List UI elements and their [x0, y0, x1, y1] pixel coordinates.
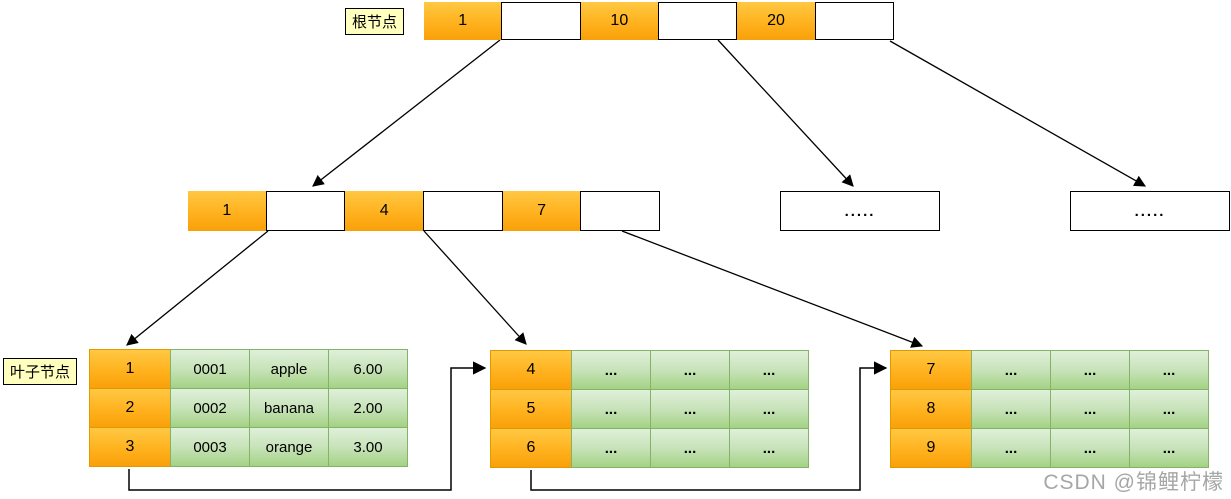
- leaf-node-label: 叶子节点: [3, 358, 78, 385]
- row-key-cell: 4: [490, 350, 572, 390]
- row-data-cell: ...: [650, 350, 730, 390]
- ellipsis-node-1: .....: [780, 191, 940, 231]
- row-data-cell: ...: [1129, 389, 1209, 429]
- pointer-cell: [501, 2, 581, 40]
- leaf-table-row: 7.........: [890, 350, 1209, 390]
- key-cell: 1: [188, 191, 266, 231]
- row-data-cell: 0001: [170, 349, 250, 389]
- row-data-cell: ...: [650, 428, 730, 468]
- root-node-label: 根节点: [345, 8, 405, 35]
- row-data-cell: 6.00: [328, 349, 408, 389]
- key-cell: 1: [424, 2, 502, 40]
- watermark: CSDN @锦鲤柠檬: [1043, 471, 1224, 494]
- leaf-table-row: 5.........: [490, 389, 809, 429]
- row-data-cell: ...: [1050, 350, 1130, 390]
- key-cell: 10: [580, 2, 658, 40]
- leaf-link-arrow-2-to-3: [530, 361, 888, 491]
- arrow-internal-to-leaf-2: [423, 230, 527, 345]
- row-key-cell: 1: [89, 349, 171, 389]
- row-data-cell: ...: [729, 350, 809, 390]
- leaf-table-2: 4.........5.........6.........: [490, 350, 809, 468]
- arrow-root-to-ellipsis-node-2: [889, 40, 1147, 187]
- row-data-cell: ...: [1129, 350, 1209, 390]
- row-data-cell: ...: [571, 350, 651, 390]
- row-data-cell: ...: [650, 389, 730, 429]
- row-key-cell: 8: [890, 389, 972, 429]
- leaf-table-row: 4.........: [490, 350, 809, 390]
- pointer-cell: [580, 191, 661, 231]
- row-data-cell: ...: [729, 428, 809, 468]
- arrow-internal-to-leaf-1: [126, 230, 269, 346]
- pointer-cell: [423, 191, 503, 231]
- leaf-table-row: 6.........: [490, 428, 809, 468]
- arrow-root-to-ellipsis-node-1: [717, 39, 854, 187]
- row-key-cell: 7: [890, 350, 972, 390]
- key-cell: 4: [345, 191, 424, 231]
- leaf-table-row: 9.........: [890, 428, 1209, 468]
- row-key-cell: 5: [490, 389, 572, 429]
- pointer-cell: [657, 2, 738, 40]
- row-data-cell: ...: [971, 350, 1051, 390]
- row-key-cell: 9: [890, 428, 972, 468]
- leaf-table-row: 8.........: [890, 389, 1209, 429]
- row-data-cell: ...: [729, 389, 809, 429]
- key-cell: 7: [502, 191, 581, 231]
- leaf-table-3: 7.........8.........9.........: [890, 350, 1209, 468]
- row-data-cell: ...: [1129, 428, 1209, 468]
- row-data-cell: ...: [1050, 389, 1130, 429]
- row-data-cell: ...: [971, 389, 1051, 429]
- pointer-cell: [265, 191, 346, 231]
- row-data-cell: orange: [249, 427, 329, 467]
- arrow-root-to-internal-node: [312, 39, 501, 187]
- row-data-cell: 0003: [170, 427, 250, 467]
- key-cell: 20: [737, 2, 815, 40]
- row-data-cell: apple: [249, 349, 329, 389]
- pointer-cell: [814, 2, 894, 40]
- row-data-cell: 3.00: [328, 427, 408, 467]
- root-node: 1 10 20: [424, 2, 894, 40]
- arrow-internal-to-leaf-3: [621, 230, 924, 348]
- row-data-cell: ...: [571, 428, 651, 468]
- row-data-cell: ...: [571, 389, 651, 429]
- ellipsis-node-2: .....: [1070, 191, 1230, 231]
- leaf-link-arrow-1-to-2: [128, 361, 487, 491]
- row-key-cell: 2: [89, 388, 171, 428]
- internal-node: 1 4 7: [188, 191, 661, 231]
- row-data-cell: 0002: [170, 388, 250, 428]
- row-key-cell: 6: [490, 428, 572, 468]
- row-data-cell: ...: [1050, 428, 1130, 468]
- row-data-cell: ...: [971, 428, 1051, 468]
- row-data-cell: 2.00: [328, 388, 408, 428]
- row-data-cell: banana: [249, 388, 329, 428]
- row-key-cell: 3: [89, 427, 171, 467]
